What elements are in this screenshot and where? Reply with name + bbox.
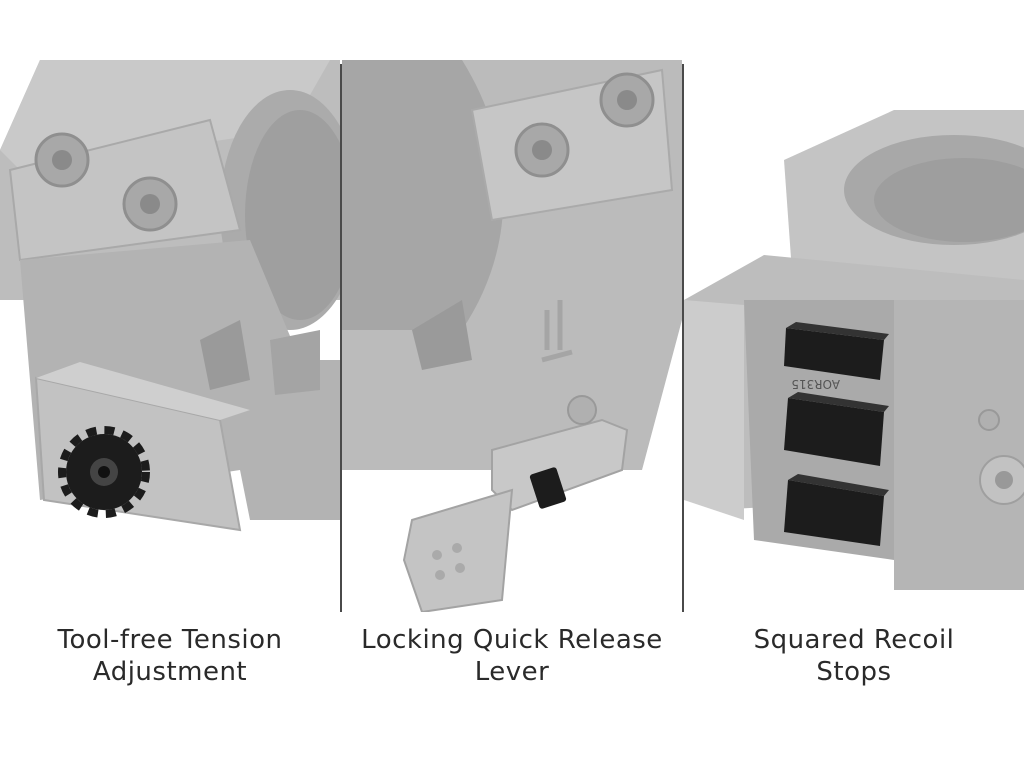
tension-adjustment-photo — [0, 0, 340, 612]
tension-knob-icon — [58, 426, 150, 518]
recoil-stop-icon — [784, 322, 889, 546]
quick-release-lever-photo — [342, 0, 682, 612]
recoil-stops-photo: AOR315 — [684, 0, 1024, 612]
panel-tension-adjustment: Tool-free Tension Adjustment — [0, 0, 340, 768]
panel-divider — [682, 64, 684, 612]
recoil-stop-marking: AOR315 — [791, 377, 840, 391]
panel-quick-release-lever: Locking Quick Release Lever — [342, 0, 682, 768]
panel-recoil-stops: AOR315 Squared Recoil Stops — [684, 0, 1024, 768]
caption-recoil-stops: Squared Recoil Stops — [684, 624, 1024, 688]
quick-release-lever-icon — [402, 395, 629, 612]
caption-tension-adjustment: Tool-free Tension Adjustment — [0, 624, 340, 688]
caption-line: Squared Recoil — [753, 625, 955, 655]
caption-line: Lever — [474, 657, 550, 687]
caption-line: Stops — [816, 657, 892, 687]
caption-line: Locking Quick Release — [361, 625, 663, 655]
caption-line: Tool-free Tension — [57, 625, 283, 655]
caption-line: Adjustment — [92, 657, 248, 687]
caption-quick-release-lever: Locking Quick Release Lever — [342, 624, 682, 688]
panel-divider — [340, 64, 342, 612]
